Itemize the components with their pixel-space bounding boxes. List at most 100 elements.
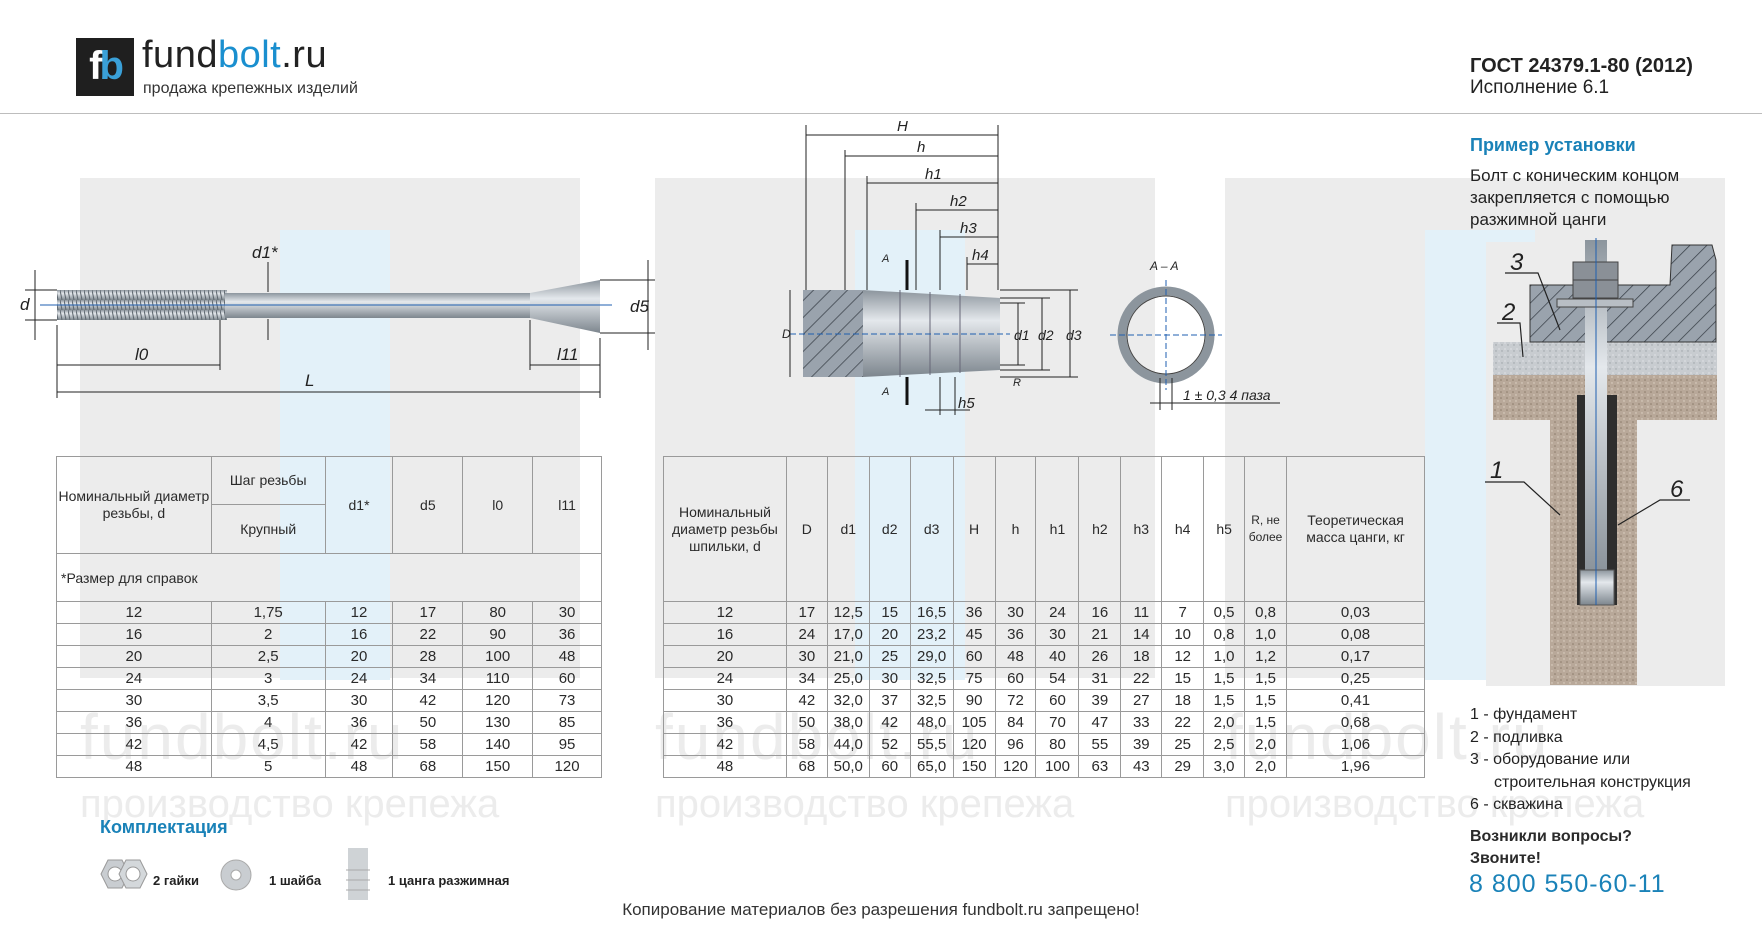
table-cell: 96	[994, 733, 1037, 756]
table-cell: 0,03	[1286, 601, 1425, 624]
table-cell: 3	[210, 667, 326, 690]
dim-H-label: H	[897, 118, 908, 135]
nuts-icon	[100, 856, 150, 892]
table-cell: 3,0	[1203, 755, 1246, 778]
table-cell: 120	[994, 755, 1037, 778]
site-name-part: .ru	[281, 34, 328, 76]
dim-R-label: R	[1013, 377, 1021, 389]
table-cell: 39	[1120, 733, 1163, 756]
table-cell: 24	[785, 623, 828, 646]
table-cell: 72	[994, 689, 1037, 712]
legend-item: 1 - фундамент	[1470, 706, 1578, 723]
table-cell: 42	[324, 733, 394, 756]
bolt-drawing: d d1* l0 L l11 d5	[20, 243, 655, 398]
dim-h3-label: h3	[960, 220, 977, 237]
table-cell: 28	[392, 645, 464, 668]
table-cell: 130	[462, 711, 534, 734]
table-cell: 47	[1078, 711, 1122, 734]
column-header: D	[785, 456, 828, 602]
table-cell: 10	[1161, 623, 1205, 646]
slots-label: 1 ± 0,3 4 паза	[1183, 387, 1271, 403]
table-cell: 63	[1078, 755, 1122, 778]
table-cell: 21	[1078, 623, 1122, 646]
dim-h1-label: h1	[925, 166, 942, 183]
table-cell: 73	[532, 689, 602, 712]
dim-D-label: D	[782, 327, 791, 341]
table-cell: 25	[1161, 733, 1205, 756]
table-cell: 1,75	[210, 601, 326, 624]
table-cell: 12	[324, 601, 394, 624]
table-cell: 1,5	[1203, 667, 1246, 690]
table-cell: 26	[1078, 645, 1122, 668]
install-title: Пример установки	[1470, 135, 1636, 155]
table-cell: 30	[785, 645, 828, 668]
table-cell: 2,0	[1244, 755, 1288, 778]
header-nominal: Номинальный диаметр резьбы, d	[56, 456, 212, 554]
description-line: Болт с коническим концом	[1470, 166, 1680, 185]
washer-icon	[220, 859, 252, 891]
kit-item-label: 1 шайба	[269, 873, 322, 888]
table-cell: 24	[663, 667, 787, 690]
table-cell: 30	[532, 601, 602, 624]
table-cell: 1,0	[1203, 645, 1246, 668]
table-cell: 150	[462, 755, 534, 778]
table-cell: 2,5	[210, 645, 326, 668]
table-cell: 32,5	[909, 667, 954, 690]
table-cell: 36	[56, 711, 212, 734]
site-name-part: fund	[142, 34, 218, 76]
table-cell: 0,8	[1203, 623, 1246, 646]
table-cell: 90	[952, 689, 996, 712]
table-cell: 15	[1161, 667, 1205, 690]
table-cell: 80	[1035, 733, 1080, 756]
variant-title: Исполнение 6.1	[1470, 77, 1610, 98]
table-cell: 4	[210, 711, 326, 734]
legend-item: 3 - оборудование или	[1470, 751, 1631, 768]
table-cell: 42	[868, 711, 911, 734]
table-cell: 42	[392, 689, 464, 712]
column-header: d3	[909, 456, 954, 602]
table-cell: 48	[994, 645, 1037, 668]
collet-body	[863, 290, 1000, 377]
table-cell: 48	[532, 645, 602, 668]
table-cell: 54	[1035, 667, 1080, 690]
table-cell: 150	[952, 755, 996, 778]
site-name[interactable]: fundbolt.ru	[142, 34, 327, 77]
table-cell: 5	[210, 755, 326, 778]
phone-link[interactable]: 8 800 550-60-11	[1469, 870, 1666, 898]
column-header: R, не более	[1244, 456, 1288, 602]
table-cell: 17,0	[826, 623, 870, 646]
table-cell: 20	[868, 623, 911, 646]
table-cell: 38,0	[826, 711, 870, 734]
table-cell: 7	[1161, 601, 1205, 624]
header-pitch-coarse: Крупный	[210, 504, 326, 554]
table-cell: 84	[994, 711, 1037, 734]
logo-mark[interactable]: fb	[76, 38, 134, 96]
table-cell: 12,5	[826, 601, 870, 624]
tagline: продажа крепежных изделий	[143, 80, 358, 97]
table-cell: 34	[392, 667, 464, 690]
table-cell: 45	[952, 623, 996, 646]
table-cell: 16	[1078, 601, 1122, 624]
table-cell: 75	[952, 667, 996, 690]
table-cell: 4,5	[210, 733, 326, 756]
table-cell: 24	[56, 667, 212, 690]
table-cell: 30	[868, 667, 911, 690]
dim-d1-label: d1*	[252, 243, 279, 262]
table-cell: 0,25	[1286, 667, 1425, 690]
header-pitch: Шаг резьбы	[210, 456, 326, 505]
table-cell: 29	[1161, 755, 1205, 778]
table-cell: 37	[868, 689, 911, 712]
table-cell: 48,0	[909, 711, 954, 734]
table-cell: 21,0	[826, 645, 870, 668]
table-cell: 17	[785, 601, 828, 624]
dim-h5-label: h5	[958, 395, 975, 412]
bolt-cone	[530, 280, 600, 333]
callout-2: 2	[1501, 299, 1515, 326]
table-cell: 120	[532, 755, 602, 778]
